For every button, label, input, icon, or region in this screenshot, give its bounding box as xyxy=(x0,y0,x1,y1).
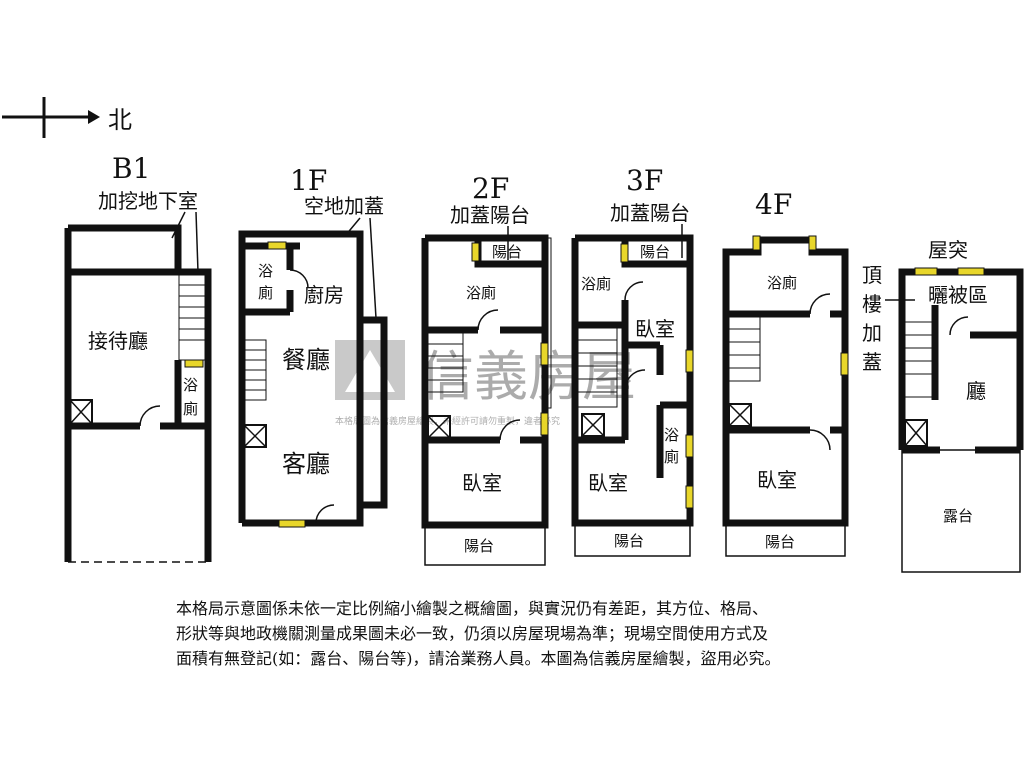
room-label: 陽台 xyxy=(640,243,670,261)
room-label: 餐廳 xyxy=(282,346,330,374)
room-label: 客廳 xyxy=(282,450,330,478)
room-label: 陽台 xyxy=(492,243,522,261)
room-label: 廚房 xyxy=(304,283,344,307)
floor-note: 空地加蓋 xyxy=(304,194,384,218)
room-label: 臥室 xyxy=(588,471,628,495)
floor-4f: 4F 浴廁 臥室 陽台 xyxy=(722,188,849,557)
roof-note-char: 頂 xyxy=(862,263,882,287)
floor-title: 屋突 xyxy=(928,238,968,262)
floor-2f: 2F 加蓋陽台 陽台 浴廁 臥室 陽台 xyxy=(421,172,552,566)
north-label: 北 xyxy=(108,106,132,134)
room-label: 廁 xyxy=(183,400,198,418)
room-label: 陽台 xyxy=(765,533,795,551)
floor-1f: 1F 空地加蓋 浴 廁 廚房 餐廳 客廳 xyxy=(238,164,388,528)
room-label: 露台 xyxy=(943,507,973,525)
notice-line: 本格局示意圖係未依一定比例縮小繪製之概繪圖，與實況仍有差距，其方位、格局、 xyxy=(176,599,769,618)
floor-note: 加蓋陽台 xyxy=(450,203,530,227)
room-label: 廁 xyxy=(664,448,679,466)
room-label: 浴廁 xyxy=(466,284,496,302)
watermark-small: 本格局圖為信義房屋繪製，未經許可請勿重製，違者必究 xyxy=(335,415,560,427)
arrow-icon xyxy=(88,110,100,124)
floor-3f: 3F 加蓋陽台 浴廁 陽台 臥室 浴 廁 臥室 陽台 xyxy=(571,164,694,557)
floor-title: 2F xyxy=(472,172,509,205)
roof-note-char: 樓 xyxy=(862,292,882,316)
room-label: 浴廁 xyxy=(581,275,611,293)
room-label: 接待廳 xyxy=(88,329,148,353)
north-compass: 北 xyxy=(2,97,132,138)
floor-title: 3F xyxy=(626,164,663,197)
room-label: 臥室 xyxy=(757,468,797,492)
room-label: 廳 xyxy=(966,379,986,403)
room-label: 浴 xyxy=(183,376,198,394)
disclaimer-notice: 本格局示意圖係未依一定比例縮小繪製之概繪圖，與實況仍有差距，其方位、格局、 形狀… xyxy=(176,596,936,671)
floor-note: 加挖地下室 xyxy=(98,189,198,213)
floor-note: 加蓋陽台 xyxy=(610,201,690,225)
room-label: 浴 xyxy=(664,426,679,444)
room-label: 曬被區 xyxy=(928,283,988,307)
roof-note-char: 加 xyxy=(862,321,882,345)
floor-title: 1F xyxy=(290,164,327,197)
logo-icon xyxy=(335,340,405,400)
room-label: 陽台 xyxy=(464,537,494,555)
floor-roof: 屋突 頂 樓 加 蓋 曬被區 廳 露台 xyxy=(862,238,1024,573)
notice-line: 面積有無登記(如：露台、陽台等)，請洽業務人員。本圖為信義房屋繪製，盜用必究。 xyxy=(176,649,781,668)
room-label: 陽台 xyxy=(614,532,644,550)
floor-b1: B1 加挖地下室 接待廳 浴 廁 xyxy=(64,152,212,563)
watermark-brand: 信義房屋 xyxy=(420,345,636,408)
notice-line: 形狀等與地政機關測量成果圖未必一致，仍須以房屋現場為準；現場空間使用方式及 xyxy=(176,624,769,643)
roof-note-char: 蓋 xyxy=(862,350,882,374)
room-label: 浴 xyxy=(258,262,273,280)
room-label: 臥室 xyxy=(462,471,502,495)
floor-title: B1 xyxy=(112,152,150,185)
room-label: 臥室 xyxy=(635,317,675,341)
room-label: 廁 xyxy=(258,284,273,302)
room-label: 浴廁 xyxy=(767,274,797,292)
floor-title: 4F xyxy=(755,188,792,221)
